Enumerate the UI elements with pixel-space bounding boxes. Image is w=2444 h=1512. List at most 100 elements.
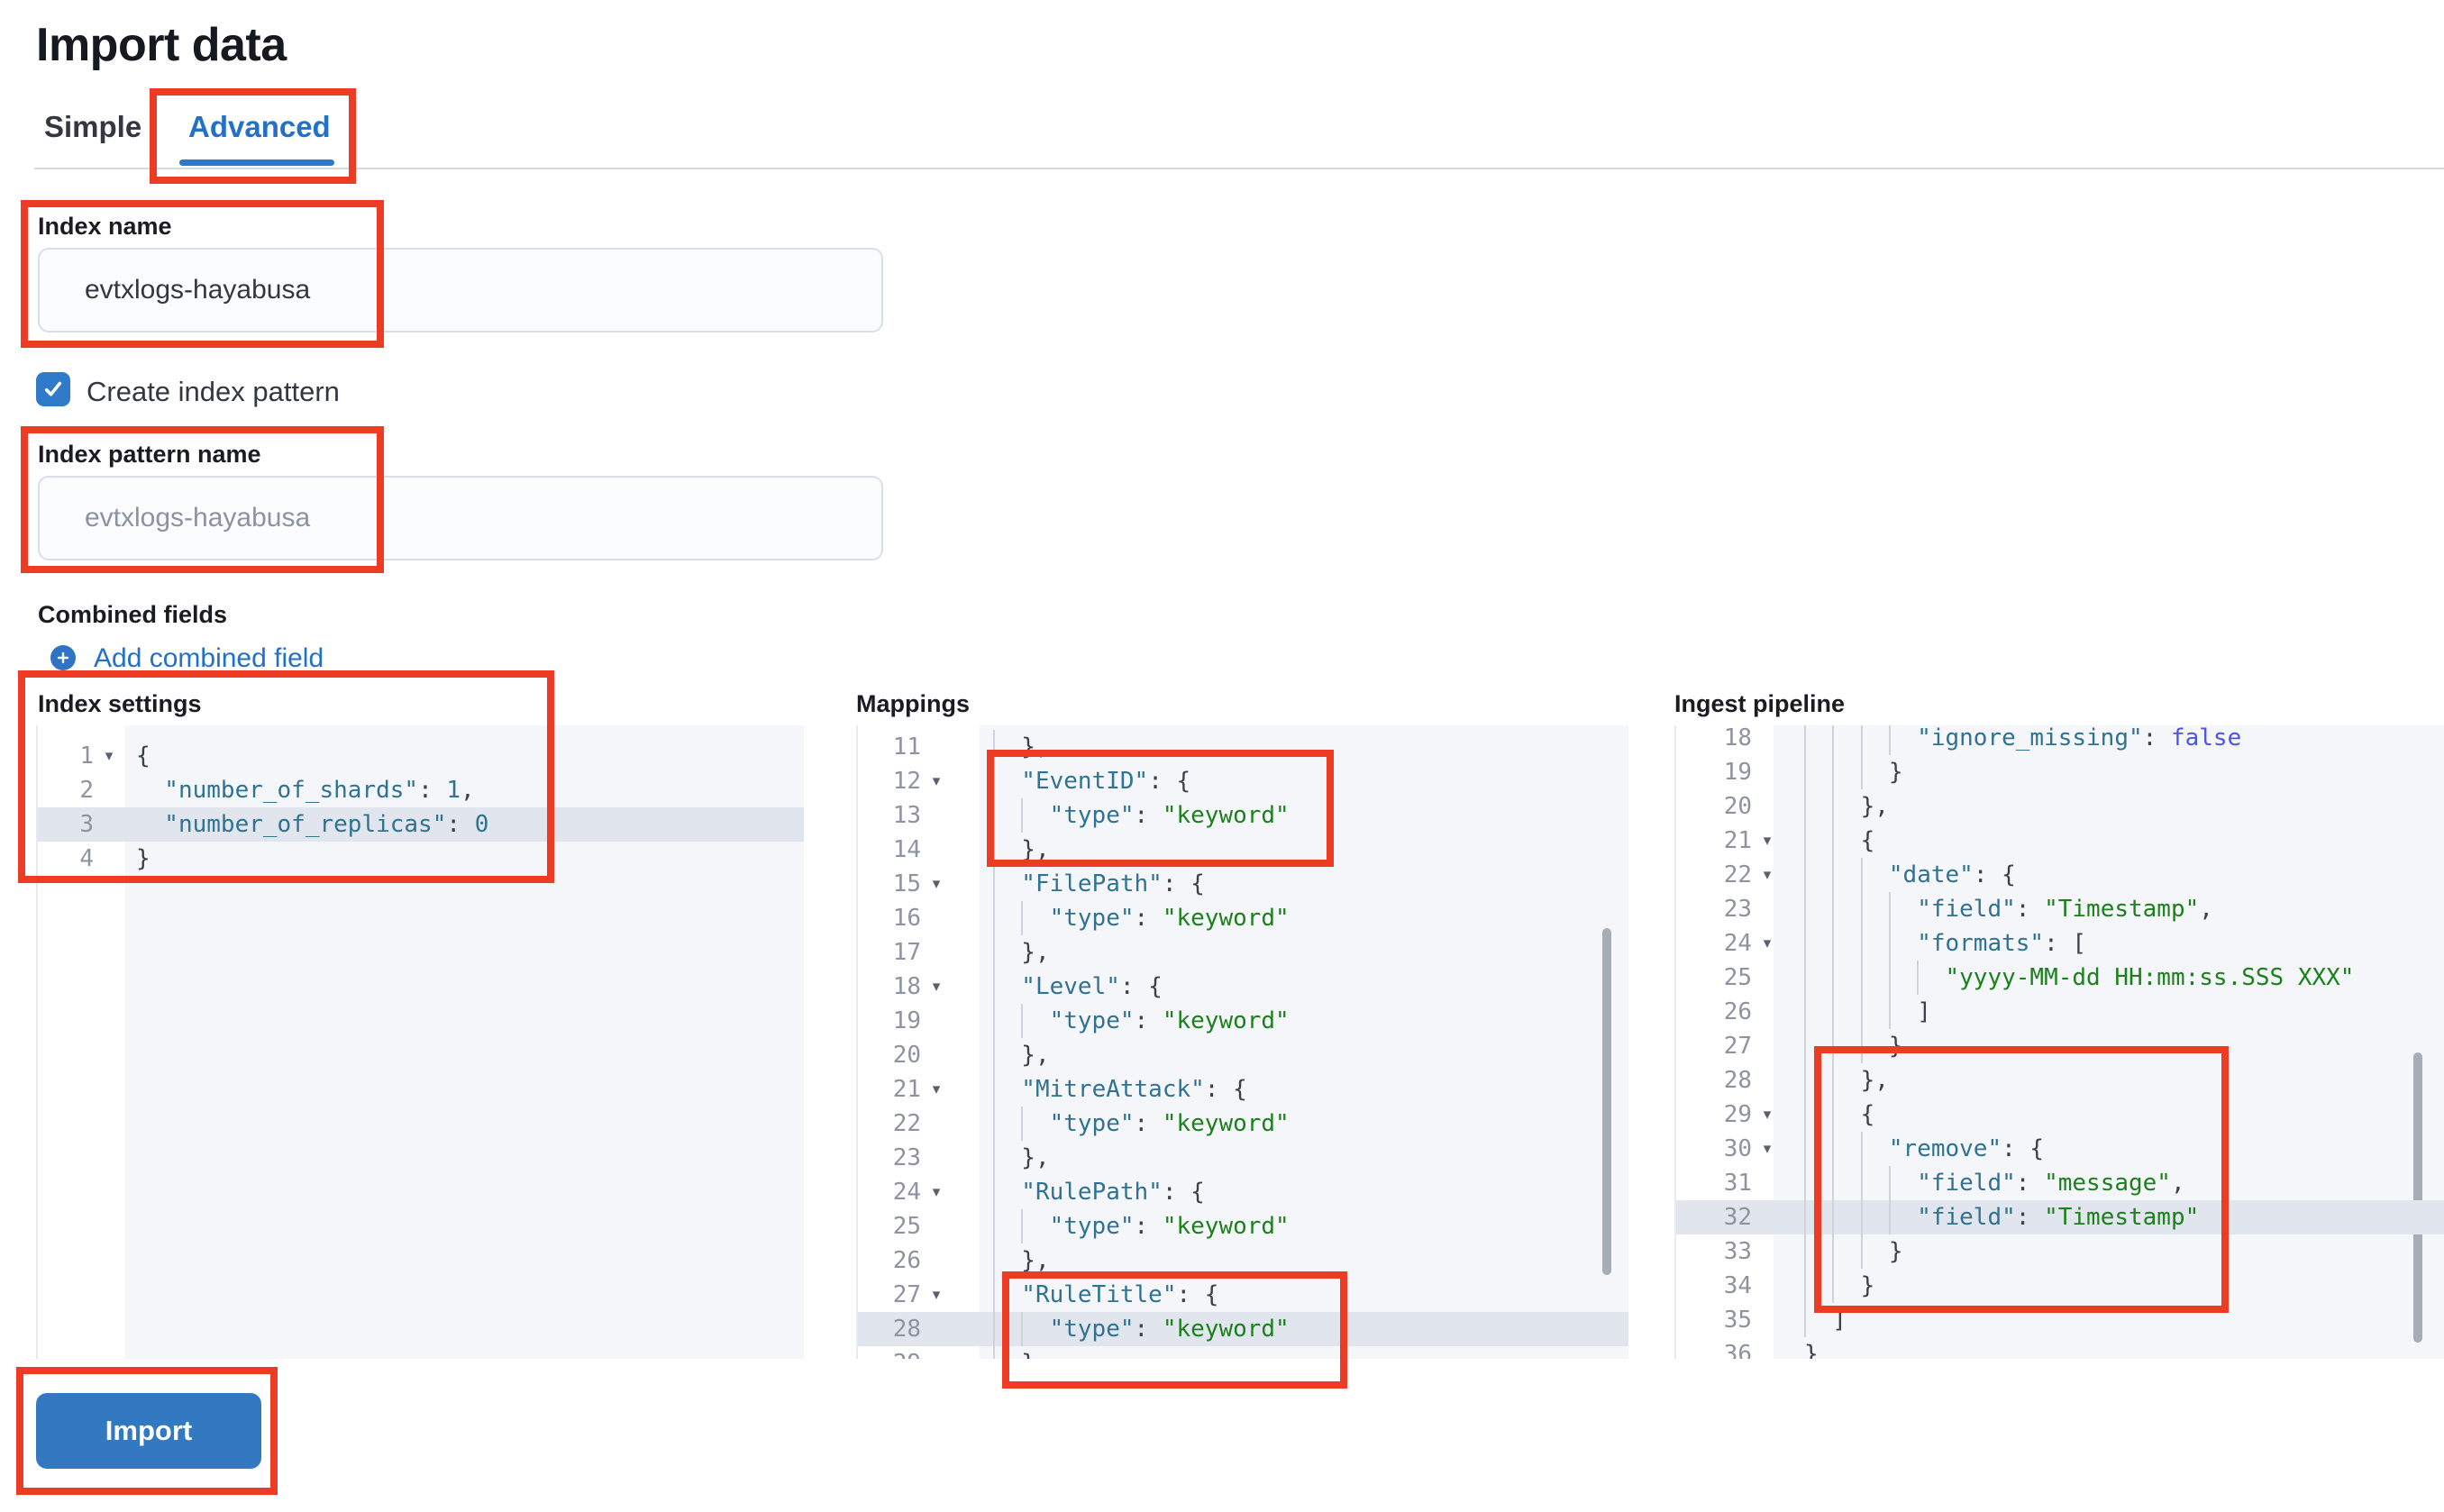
indent-guide [993,1175,995,1209]
code-line[interactable]: 2"number_of_shards": 1, [38,773,804,807]
code-line[interactable]: 3"number_of_replicas": 0 [38,807,804,842]
code-line[interactable]: 15▾"FilePath": { [858,867,1628,901]
code-line[interactable]: 22▾"date": { [1676,858,2444,892]
fold-caret-icon[interactable]: ▾ [105,747,114,764]
code-line[interactable]: 22 "type": "keyword" [858,1107,1628,1141]
code-line[interactable]: 25"yyyy-MM-dd HH:mm:ss.SSS XXX" [1676,961,2444,995]
code-line[interactable]: 4} [38,842,804,876]
code-text: }, [1021,939,1050,966]
fold-caret-icon[interactable]: ▾ [1763,866,1772,883]
code-line[interactable]: 20}, [858,1038,1628,1072]
code-line[interactable]: 27▾"RuleTitle": { [858,1278,1628,1312]
code-line[interactable]: 14}, [858,833,1628,867]
indent-guide [993,1141,995,1175]
code-line[interactable]: 16"type": "keyword" [858,901,1628,935]
code-line[interactable]: 29}, [858,1346,1628,1359]
code-line[interactable]: 12▾"EventID": { [858,764,1628,798]
fold-caret-icon[interactable]: ▾ [932,1080,941,1098]
mappings-vertical-scrollbar[interactable] [1602,928,1611,1275]
code-line[interactable]: 18▾"Level": { [858,970,1628,1004]
code-line[interactable]: 19} [1676,755,2444,789]
mappings-editor[interactable]: 11},12▾"EventID": {13"type": "keyword"14… [856,725,1628,1359]
code-line[interactable]: 24▾"formats": [ [1676,926,2444,961]
code-text: ] [1917,998,1931,1025]
indent-guide [1832,725,1835,755]
line-number: 22 [892,1110,921,1137]
line-number: 19 [1723,759,1752,786]
fold-caret-icon[interactable]: ▾ [1763,934,1772,952]
indent-guide [1804,858,1806,892]
tab-simple[interactable]: Simple [44,110,142,143]
index-settings-label: Index settings [38,690,202,717]
fold-caret-icon[interactable]: ▾ [932,978,941,995]
indent-guide [1804,1269,1806,1303]
code-line[interactable]: 20}, [1676,789,2444,824]
page-title: Import data [36,19,287,71]
code-text: { [1860,1101,1875,1128]
line-number: 20 [892,1042,921,1069]
indent-guide [993,867,995,901]
code-line[interactable]: 36} [1676,1337,2444,1359]
code-line[interactable]: 21▾"MitreAttack": { [858,1072,1628,1107]
code-line[interactable]: 33} [1676,1234,2444,1269]
code-text: "Level": { [1021,973,1163,1000]
index-name-input[interactable] [38,248,883,332]
code-text: "type": "keyword" [1049,1110,1290,1137]
fold-caret-icon[interactable]: ▾ [932,1286,941,1303]
fold-caret-icon[interactable]: ▾ [932,772,941,789]
code-line[interactable]: 31"field": "message", [1676,1166,2444,1200]
code-line[interactable]: 11}, [858,730,1628,764]
code-line[interactable]: 19"type": "keyword" [858,1004,1628,1038]
line-number: 33 [1723,1238,1752,1265]
code-line[interactable]: 26}, [858,1243,1628,1278]
code-line[interactable]: 30▾"remove": { [1676,1132,2444,1166]
plus-icon[interactable] [50,645,76,670]
fold-caret-icon[interactable]: ▾ [1763,1140,1772,1157]
line-number: 18 [1723,725,1752,751]
import-button[interactable]: Import [36,1393,261,1469]
line-number: 26 [1723,998,1752,1025]
ingest-vertical-scrollbar[interactable] [2413,1052,2422,1343]
line-number: 27 [1723,1033,1752,1060]
tab-advanced[interactable]: Advanced [188,110,331,143]
code-line[interactable]: 13"type": "keyword" [858,798,1628,833]
code-line[interactable]: 23"field": "Timestamp", [1676,892,2444,926]
code-line[interactable]: 26] [1676,995,2444,1029]
code-line[interactable]: 27} [1676,1029,2444,1063]
code-line[interactable]: 21▾{ [1676,824,2444,858]
index-settings-editor[interactable]: 1▾{2"number_of_shards": 1,3"number_of_re… [36,725,804,1359]
code-line[interactable]: 1▾{ [38,739,804,773]
code-line[interactable]: 32"field": "Timestamp" [1676,1200,2444,1234]
fold-caret-icon[interactable]: ▾ [1763,832,1772,849]
create-index-pattern-checkbox[interactable] [36,372,70,406]
code-line[interactable]: 28"type": "keyword" [858,1312,1628,1346]
code-line[interactable]: 23}, [858,1141,1628,1175]
code-line[interactable]: 25"type": "keyword" [858,1209,1628,1243]
add-combined-field-link[interactable]: Add combined field [94,643,324,673]
fold-caret-icon[interactable]: ▾ [932,875,941,892]
editor-gutter [858,725,980,1359]
code-line[interactable]: 17}, [858,935,1628,970]
indent-guide [993,935,995,970]
fold-caret-icon[interactable]: ▾ [932,1183,941,1200]
indent-guide [1860,961,1863,995]
indent-guide [1888,892,1891,926]
code-line[interactable]: 34} [1676,1269,2444,1303]
code-line[interactable]: 29▾{ [1676,1098,2444,1132]
indent-guide [1888,1166,1891,1200]
combined-fields-label: Combined fields [38,601,228,628]
code-line[interactable]: 35] [1676,1303,2444,1337]
line-number: 21 [892,1076,921,1103]
indent-guide [1860,725,1863,755]
code-line[interactable]: 28}, [1676,1063,2444,1098]
code-line[interactable]: 18"ignore_missing": false [1676,725,2444,755]
index-pattern-name-input[interactable] [38,476,883,560]
indent-guide [1860,926,1863,961]
line-number: 14 [892,836,921,863]
indent-guide [1021,1107,1024,1141]
indent-guide [1860,1029,1863,1063]
indent-guide [1832,1132,1835,1166]
fold-caret-icon[interactable]: ▾ [1763,1106,1772,1123]
code-line[interactable]: 24▾"RulePath": { [858,1175,1628,1209]
